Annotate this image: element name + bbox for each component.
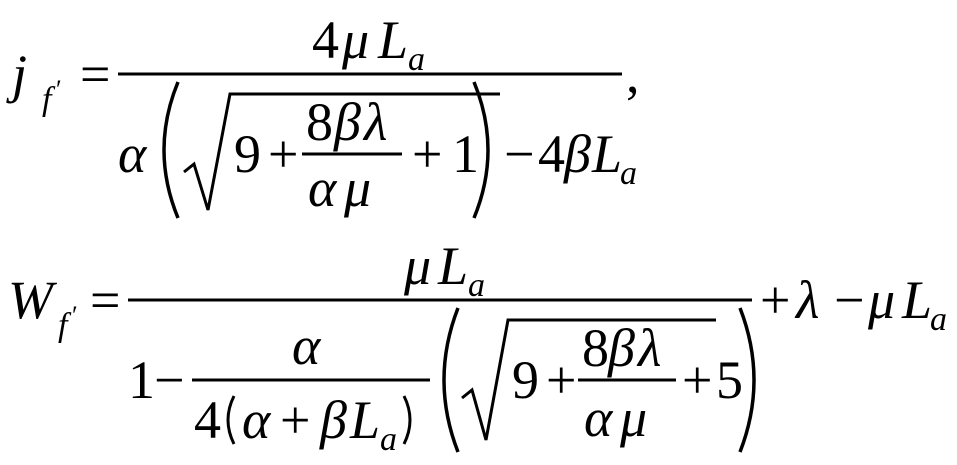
eq2-den-1: 1 — [128, 350, 155, 410]
eq2-frac-den-plus: + — [280, 390, 310, 450]
eq1-inner-num-beta: β — [333, 92, 361, 152]
eq2-equals: = — [90, 270, 120, 330]
eq2-frac-den-alpha: α — [242, 390, 272, 450]
eq2-inner-den-alpha: α — [584, 388, 614, 448]
eq2-tail-lambda: λ — [794, 270, 819, 330]
eq1-den-9: 9 — [234, 124, 261, 184]
eq2-den-minus: − — [154, 350, 184, 410]
eq1-den-minus: − — [504, 124, 534, 184]
eq1-right-paren — [472, 81, 490, 219]
eq1-num-L-subscript-a: a — [408, 41, 425, 78]
eq2-frac-num-alpha: α — [292, 316, 322, 376]
eq2-frac-den-4: 4 — [194, 390, 221, 450]
eq1-den-plus-1: + — [268, 124, 298, 184]
eq2-lhs-W: W — [8, 270, 58, 330]
eq1-inner-den-mu: μ — [343, 158, 371, 218]
eq1-num-mu: μ — [341, 10, 369, 70]
eq1-equals: = — [80, 44, 110, 104]
eq1-sqrt-sign — [183, 92, 500, 211]
eq1-num-L: L — [377, 10, 408, 70]
eq2-frac-den-left-paren — [226, 395, 236, 445]
eq2-den-plus-2: + — [682, 350, 712, 410]
eq2-tail-mu: μ — [867, 270, 895, 330]
equation-2: W f ′ = μ L a + λ − μ L a 1 − α 4 α + β … — [8, 236, 947, 458]
eq1-left-paren — [162, 81, 180, 219]
eq2-right-paren — [738, 307, 756, 453]
eq2-num-L: L — [437, 236, 468, 296]
eq2-frac-den-beta: β — [319, 390, 347, 450]
eq1-den-plus-2: + — [412, 124, 442, 184]
eq1-num-4: 4 — [312, 10, 339, 70]
eq1-comma: , — [626, 44, 640, 104]
eq1-lhs-j: j — [6, 44, 27, 104]
eq2-lhs-prime: ′ — [72, 301, 78, 330]
eq2-lhs-subscript-f: f — [58, 307, 72, 344]
eq2-left-paren — [442, 307, 460, 453]
eq1-den-L-subscript-a: a — [620, 155, 637, 192]
eq1-den-beta: β — [563, 124, 591, 184]
eq2-tail-plus: + — [760, 270, 790, 330]
eq1-den-4: 4 — [538, 124, 565, 184]
eq2-inner-num-8: 8 — [582, 318, 609, 378]
eq2-den-9: 9 — [512, 350, 539, 410]
eq2-num-L-subscript-a: a — [468, 267, 485, 304]
eq2-den-5: 5 — [716, 350, 743, 410]
eq1-den-alpha: α — [118, 124, 148, 184]
eq1-inner-den-alpha: α — [308, 158, 338, 218]
eq1-lhs-subscript-f: f — [42, 81, 56, 118]
eq2-inner-num-lambda: λ — [636, 318, 661, 378]
equation-1: j f ′ = 4 μ L a , α 9 + 8 β λ α μ + 1 − … — [6, 10, 640, 219]
eq2-tail-minus: − — [834, 270, 864, 330]
eq2-frac-den-L: L — [349, 390, 380, 450]
eq2-frac-den-L-subscript-a: a — [380, 421, 397, 458]
eq2-num-mu: μ — [403, 236, 431, 296]
eq1-inner-num-lambda: λ — [362, 92, 387, 152]
eq2-frac-den-right-paren — [402, 395, 412, 445]
eq2-tail-L: L — [901, 270, 932, 330]
eq2-inner-den-mu: μ — [619, 388, 647, 448]
eq2-den-plus-1: + — [546, 350, 576, 410]
eq1-den-1: 1 — [452, 124, 479, 184]
eq2-tail-L-subscript-a: a — [930, 301, 947, 338]
eq2-sqrt-sign — [461, 318, 716, 441]
eq2-inner-num-beta: β — [607, 318, 635, 378]
eq1-inner-num-8: 8 — [306, 92, 333, 152]
eq1-lhs-prime: ′ — [56, 75, 62, 104]
eq1-den-L: L — [591, 124, 622, 184]
